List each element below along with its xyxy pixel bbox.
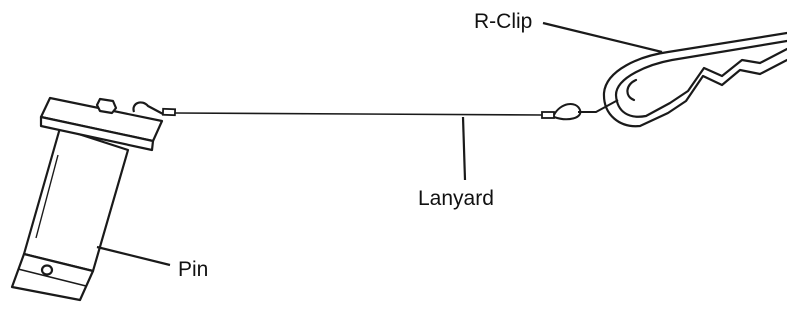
pin-leader-line — [96, 245, 171, 267]
pin-drawing — [10, 96, 164, 302]
lanyard-leader-line — [461, 116, 467, 181]
lanyard-right-loop — [553, 103, 582, 121]
lanyard-right-crimp — [541, 111, 555, 119]
rclip-loop-bend — [626, 78, 638, 102]
pin-shaft-highlight — [35, 154, 59, 239]
rclip-drawing — [602, 31, 787, 128]
pin-eyelet — [132, 101, 164, 115]
lanyard-left-crimp — [161, 107, 177, 117]
lanyard-drawing — [161, 99, 619, 121]
pin-hole — [40, 264, 54, 276]
lanyard-label: Lanyard — [418, 187, 494, 210]
pin-tip-edge — [17, 268, 87, 287]
pin-head-nut — [95, 97, 118, 115]
rclip-outer — [602, 31, 787, 128]
rclip-inner — [614, 39, 787, 118]
lanyard-connector — [578, 99, 619, 113]
pin-label: Pin — [178, 258, 208, 281]
callouts — [96, 21, 663, 267]
rclip-leader-line — [542, 21, 663, 54]
rclip-label: R-Clip — [474, 10, 532, 33]
pin-shaft — [22, 126, 130, 273]
pin-head-side — [39, 115, 155, 152]
lanyard-cable — [174, 112, 544, 116]
